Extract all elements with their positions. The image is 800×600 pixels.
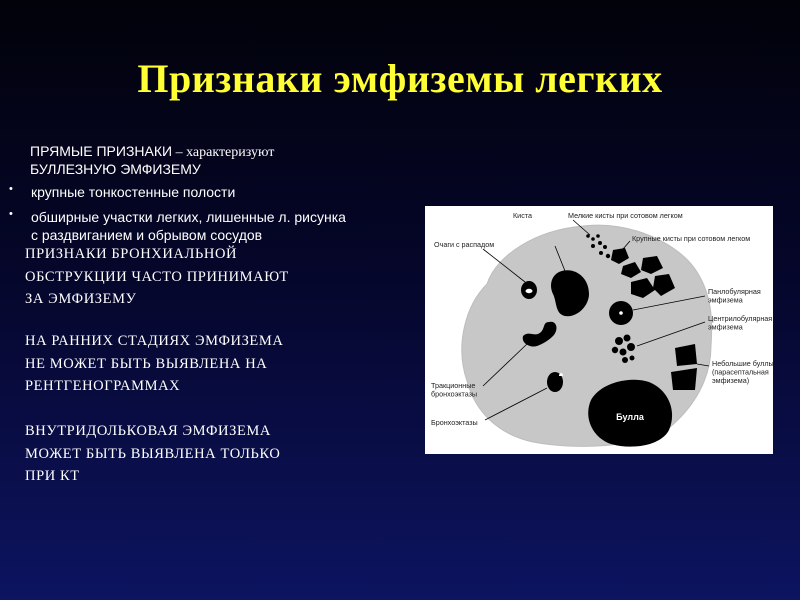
lung-lesions-diagram: Киста Мелкие кисты при сотовом легком Кр… xyxy=(425,206,773,454)
cyst-shape xyxy=(551,270,589,317)
lung-lesions-svg: Киста Мелкие кисты при сотовом легком Кр… xyxy=(431,211,773,447)
bullet-item: обширные участки легких, лишенные л. рис… xyxy=(31,209,346,225)
label-panlobular: Панлобулярная эмфизема xyxy=(708,287,763,305)
label-small-cysts: Мелкие кисты при сотовом легком xyxy=(568,211,683,220)
bullet-dot: • xyxy=(9,183,13,195)
block-line: НА РАННИХ СТАДИЯХ ЭМФИЗЕМА xyxy=(25,333,284,349)
block-line: ОБСТРУКЦИИ ЧАСТО ПРИНИМАЮТ xyxy=(25,268,289,285)
bullet-item-continuation: с раздвиганием и обрывом сосудов xyxy=(31,227,263,243)
direct-signs-rest: – характеризуют xyxy=(172,145,275,160)
label-large-cysts: Крупные кисты при сотовом легком xyxy=(632,234,750,243)
bronchial-obstruction-block: ПРИЗНАКИ БРОНХИАЛЬНОЙ ОБСТРУКЦИИ ЧАСТО П… xyxy=(25,243,289,311)
block-line: РЕНТГЕНОГРАММАХ xyxy=(25,378,181,394)
direct-signs-line2: БУЛЛЕЗНУЮ ЭМФИЗЕМУ xyxy=(30,161,201,177)
bullet-dot: • xyxy=(9,208,13,220)
label-cyst: Киста xyxy=(513,211,532,220)
label-small-bullae: Небольшие буллы (парасептальная эмфизема… xyxy=(712,359,773,385)
block-line: ВНУТРИДОЛЬКОВАЯ ЭМФИЗЕМА xyxy=(25,423,271,439)
lung-section-shape xyxy=(461,224,713,447)
direct-signs-caps: ПРЯМЫЕ ПРИЗНАКИ xyxy=(30,143,173,159)
slide-title: Признаки эмфиземы легких xyxy=(137,56,663,101)
label-centrilobular: Центрилобулярная эмфизема xyxy=(708,314,773,332)
block-line: ПРИЗНАКИ БРОНХИАЛЬНОЙ xyxy=(25,246,238,262)
block-line: МОЖЕТ БЫТЬ ВЫЯВЛЕНА ТОЛЬКО xyxy=(25,445,281,462)
centrilobular-shape xyxy=(611,334,635,363)
bronchiectasis-shape xyxy=(547,372,563,392)
block-line: ПРИ КТ xyxy=(25,468,80,484)
block-line: НЕ МОЖЕТ БЫТЬ ВЫЯВЛЕНА НА xyxy=(25,355,268,372)
bulla-shape xyxy=(588,379,673,447)
bullet-item: крупные тонкостенные полости xyxy=(31,184,236,200)
label-foci: Очаги с распадом xyxy=(434,240,494,249)
intralobular-block: ВНУТРИДОЛЬКОВАЯ ЭМФИЗЕМА МОЖЕТ БЫТЬ ВЫЯВ… xyxy=(25,420,280,488)
label-bulla: Булла xyxy=(616,412,645,422)
small-bullae-shape xyxy=(671,344,697,390)
traction-bronchiectasis-shape xyxy=(522,321,557,347)
early-stage-block: НА РАННИХ СТАДИЯХ ЭМФИЗЕМА НЕ МОЖЕТ БЫТЬ… xyxy=(25,330,283,398)
block-line: ЗА ЭМФИЗЕМУ xyxy=(25,291,137,307)
small-cysts-shape xyxy=(586,234,611,259)
direct-signs-heading: ПРЯМЫЕ ПРИЗНАКИ – характеризуют xyxy=(30,142,274,162)
label-bronchiectasis: Бронхоэктазы xyxy=(431,418,478,427)
label-traction-bronchiectasis: Тракционные бронхоэктазы xyxy=(431,381,477,399)
large-cysts-shape xyxy=(611,248,675,298)
